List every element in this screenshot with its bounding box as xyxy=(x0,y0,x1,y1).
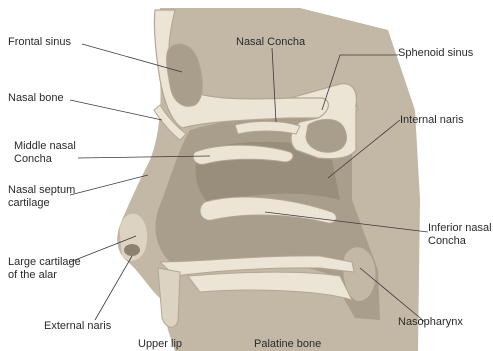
external-naris-opening xyxy=(124,244,140,256)
leader-external-naris xyxy=(95,256,132,320)
label-inferior-nasal-concha: Inferior nasal Concha xyxy=(428,222,492,248)
label-nasopharynx: Nasopharynx xyxy=(398,316,463,329)
label-nasal-concha: Nasal Concha xyxy=(236,36,305,49)
label-sphenoid-sinus: Sphenoid sinus xyxy=(398,47,473,60)
label-upper-lip: Upper lip xyxy=(138,338,182,351)
label-nasal-septum-cartilage: Nasal septum cartilage xyxy=(8,184,75,210)
label-palatine-bone: Palatine bone xyxy=(254,338,321,351)
label-internal-naris: Internal naris xyxy=(400,114,464,127)
label-middle-nasal-concha: Middle nasal Concha xyxy=(14,140,76,166)
label-frontal-sinus: Frontal sinus xyxy=(8,36,71,49)
label-nasal-bone: Nasal bone xyxy=(8,92,64,105)
sphenoid-sinus-cavity xyxy=(306,119,347,152)
upper-lip-shape xyxy=(158,268,180,327)
leader-nasal-bone xyxy=(70,100,162,120)
label-large-cartilage-alar: Large cartilage of the alar xyxy=(8,256,81,282)
label-external-naris: External naris xyxy=(44,320,111,333)
